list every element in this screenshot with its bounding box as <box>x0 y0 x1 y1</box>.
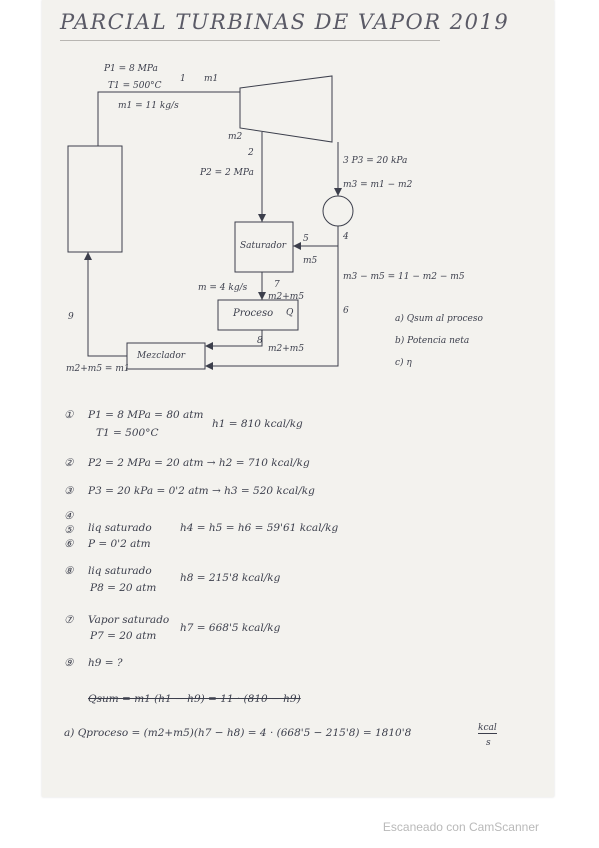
label-m8: m2+m5 <box>268 344 305 354</box>
arrow-into-boiler <box>84 252 92 260</box>
state-6-marker: ⑥ <box>64 538 74 550</box>
label-6: 6 <box>343 306 349 316</box>
scanned-page <box>42 0 554 797</box>
label-1: 1 <box>180 74 186 84</box>
state-8-marker: ⑧ <box>64 565 74 577</box>
states-456-enthalpy: h4 = h5 = h6 = 59'61 kcal/kg <box>180 522 339 534</box>
label-saturador: Saturador <box>240 241 287 251</box>
main-steam-line <box>97 91 240 146</box>
state-3-line: P3 = 20 kPa = 0'2 atm → h3 = 520 kcal/kg <box>88 485 315 497</box>
label-mezclador: Mezclador <box>137 351 186 361</box>
states-456-pressure: P = 0'2 atm <box>88 538 151 550</box>
state-3-marker: ③ <box>64 485 74 497</box>
label-5: 5 <box>303 234 309 244</box>
answer-unit-bottom: s <box>486 738 491 748</box>
state-9-marker: ⑨ <box>64 657 74 669</box>
state-8-enthalpy: h8 = 215'8 kcal/kg <box>180 572 281 584</box>
question-b: b) Potencia neta <box>395 336 470 346</box>
label-p2: P2 = 2 MPa <box>200 168 254 178</box>
arrow-into-saturador-side <box>293 242 301 250</box>
label-m3: m3 = m1 − m2 <box>343 180 413 190</box>
saturador-box <box>234 221 294 273</box>
proceso-box <box>217 299 299 331</box>
state-1-temperature: T1 = 500°C <box>96 427 159 439</box>
states-456-phase: liq saturado <box>88 522 152 534</box>
crossed-out-equation: Qsum = m1 (h1 − h9) = 11 · (810 − h9) <box>88 693 301 705</box>
label-m6: m3 − m5 = 11 − m2 − m5 <box>343 272 465 282</box>
label-p1: P1 = 8 MPa <box>104 64 158 74</box>
question-a: a) Qsum al proceso <box>395 314 483 324</box>
state-7-marker: ⑦ <box>64 614 74 626</box>
arrow-into-proceso <box>258 292 266 300</box>
label-m2m5: m2+m5 <box>268 292 305 302</box>
label-m2: m2 <box>228 132 243 142</box>
state-7-phase: Vapor saturado <box>88 614 170 626</box>
label-2: 2 <box>248 148 254 158</box>
state-5-marker: ⑤ <box>64 524 74 536</box>
state-1-enthalpy: h1 = 810 kcal/kg <box>212 418 303 430</box>
camscanner-watermark: Escaneado con CamScanner <box>382 820 539 834</box>
label-m-top: m1 <box>204 74 219 84</box>
state-9-line: h9 = ? <box>88 657 123 669</box>
state-7-pressure: P7 = 20 atm <box>90 630 157 642</box>
title-underline <box>60 40 440 41</box>
label-mix: m2+m5 = m1 <box>66 364 130 374</box>
question-c: c) η <box>395 358 412 368</box>
arrow-into-pump <box>334 188 342 196</box>
label-7: 7 <box>274 280 280 290</box>
label-8: 8 <box>257 336 263 346</box>
label-m1: m1 = 11 kg/s <box>118 101 179 111</box>
line-9 <box>87 252 127 357</box>
label-9: 9 <box>68 312 74 322</box>
label-m-proceso: m = 4 kg/s <box>198 283 248 293</box>
state-2-marker: ② <box>64 457 74 469</box>
turbine-shape <box>239 75 333 143</box>
label-t1: T1 = 500°C <box>108 81 162 91</box>
label-q: Q <box>286 308 294 318</box>
state-8-pressure: P8 = 20 atm <box>90 582 157 594</box>
arrow-into-mixer-8 <box>205 342 213 350</box>
label-proceso: Proceso <box>233 308 274 319</box>
line-8 <box>208 330 263 347</box>
state-1-marker: ① <box>64 409 74 421</box>
pump-circle <box>322 195 354 227</box>
label-state3: 3 P3 = 20 kPa <box>343 156 408 166</box>
state-7-enthalpy: h7 = 668'5 kcal/kg <box>180 622 281 634</box>
state-4-marker: ④ <box>64 510 74 522</box>
label-m5: m5 <box>303 256 318 266</box>
line-6 <box>208 246 339 367</box>
answer-a: a) Qproceso = (m2+m5)(h7 − h8) = 4 · (66… <box>64 727 412 739</box>
arrow-into-saturador <box>258 214 266 222</box>
page-title: PARCIAL TURBINAS DE VAPOR 2019 <box>60 10 510 34</box>
arrow-into-mixer-6 <box>205 362 213 370</box>
boiler-box <box>67 145 123 253</box>
answer-unit-top: kcal <box>478 723 497 734</box>
state-2-line: P2 = 2 MPa = 20 atm → h2 = 710 kcal/kg <box>88 457 310 469</box>
state-8-phase: liq saturado <box>88 565 152 577</box>
state-1-pressure: P1 = 8 MPa = 80 atm <box>88 409 204 421</box>
label-4: 4 <box>343 232 349 242</box>
